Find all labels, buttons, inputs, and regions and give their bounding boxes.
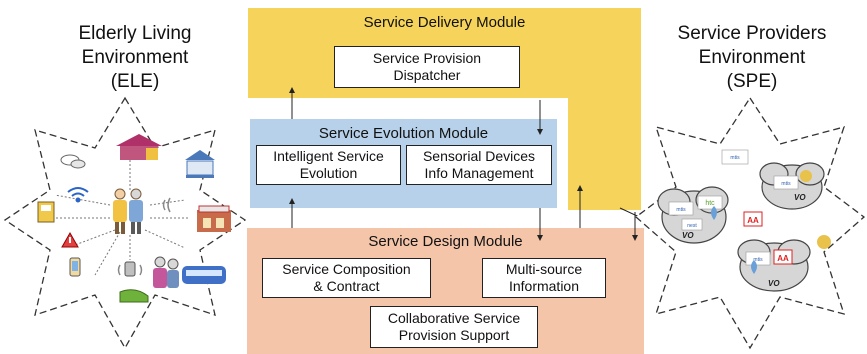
design-module-title: Service Design Module [368, 233, 523, 250]
ele-title-line2: Environment [81, 47, 189, 68]
logo-moon-standalone [817, 235, 831, 249]
svg-text:AA: AA [777, 254, 789, 263]
elderly-couple-icon [113, 188, 143, 234]
house-icon [116, 134, 162, 160]
svg-text:mtis: mtis [781, 181, 791, 187]
service-provision-dispatcher-box: Service Provision Dispatcher [334, 46, 520, 88]
warning-icon [61, 231, 79, 248]
logo-pin [711, 206, 717, 220]
ele-title-abbr: (ELE) [110, 71, 160, 92]
svg-text:AA: AA [747, 216, 759, 225]
dispatcher-line1: Service Provision [372, 50, 482, 66]
svg-text:htc: htc [705, 200, 715, 207]
logo-mtis-right: mtis [773, 175, 799, 190]
logo-aa-bottom: AA [773, 249, 793, 265]
svg-text:mtis: mtis [753, 257, 763, 263]
sensorial-devices-box: Sensorial Devices Info Management [406, 145, 552, 185]
composition-line1: Service Composition [282, 261, 411, 277]
intelligent-service-evolution-box: Intelligent Service Evolution [256, 145, 401, 185]
dispatcher-line2: Dispatcher [393, 67, 461, 83]
spe-star: mtis mtis htc nest VO mtis VO AA mtis AA… [634, 96, 866, 350]
pills-icon [60, 154, 86, 169]
logo-moon [800, 170, 812, 182]
ele-icons [37, 134, 231, 303]
delivery-module-title: Service Delivery Module [363, 14, 526, 31]
logo-mtis-left: mtis [668, 201, 694, 216]
vo-label-2: VO [794, 193, 806, 202]
atm-icon [37, 201, 55, 223]
collaborative-line1: Collaborative Service [387, 310, 521, 326]
elderly-walking-icon [153, 256, 179, 288]
logo-aa-center: AA [743, 211, 763, 227]
svg-text:nest: nest [687, 223, 697, 229]
multisource-line2: Information [508, 278, 580, 294]
collaborative-service-box: Collaborative Service Provision Support [370, 306, 538, 348]
spe-title-line2: Environment [698, 47, 806, 68]
bank-icon [185, 150, 215, 178]
svg-text:mtis: mtis [676, 207, 686, 213]
sensorial-line1: Sensorial Devices [422, 148, 536, 164]
sensorial-line2: Info Management [424, 165, 534, 181]
train-icon [182, 266, 226, 284]
evolution-module-title: Service Evolution Module [318, 125, 489, 142]
logo-text: mtis [730, 155, 740, 161]
spe-title: Service Providers Environment (SPE) [642, 22, 862, 94]
logo-mtis-bottom: mtis [745, 251, 771, 266]
collaborative-line2: Provision Support [398, 327, 510, 343]
wifi-icon [67, 187, 89, 203]
composition-line2: & Contract [313, 278, 380, 294]
vo-label-1: VO [682, 231, 694, 240]
logo-mtis-top: mtis [721, 149, 749, 165]
spe-title-abbr: (SPE) [726, 71, 778, 92]
signal-icon [117, 197, 171, 276]
logo-htc: htc [697, 195, 723, 210]
ele-title-line1: Elderly Living [78, 23, 192, 44]
logo-nest: nest [681, 218, 703, 231]
intelligent-line2: Evolution [299, 165, 358, 181]
intelligent-line1: Intelligent Service [273, 148, 384, 164]
sensor-icon [124, 261, 136, 277]
multisource-line1: Multi-source [505, 261, 583, 277]
phone-icon [69, 257, 81, 277]
logo-pin-bottom [751, 260, 757, 274]
shop-icon [197, 205, 231, 232]
service-composition-box: Service Composition & Contract [262, 258, 431, 298]
shoe-icon [119, 289, 149, 303]
ele-title: Elderly Living Environment (ELE) [40, 22, 230, 94]
multi-source-box: Multi-source Information [482, 258, 606, 298]
vo-label-3: VO [768, 279, 780, 288]
spe-title-line1: Service Providers [677, 23, 827, 44]
